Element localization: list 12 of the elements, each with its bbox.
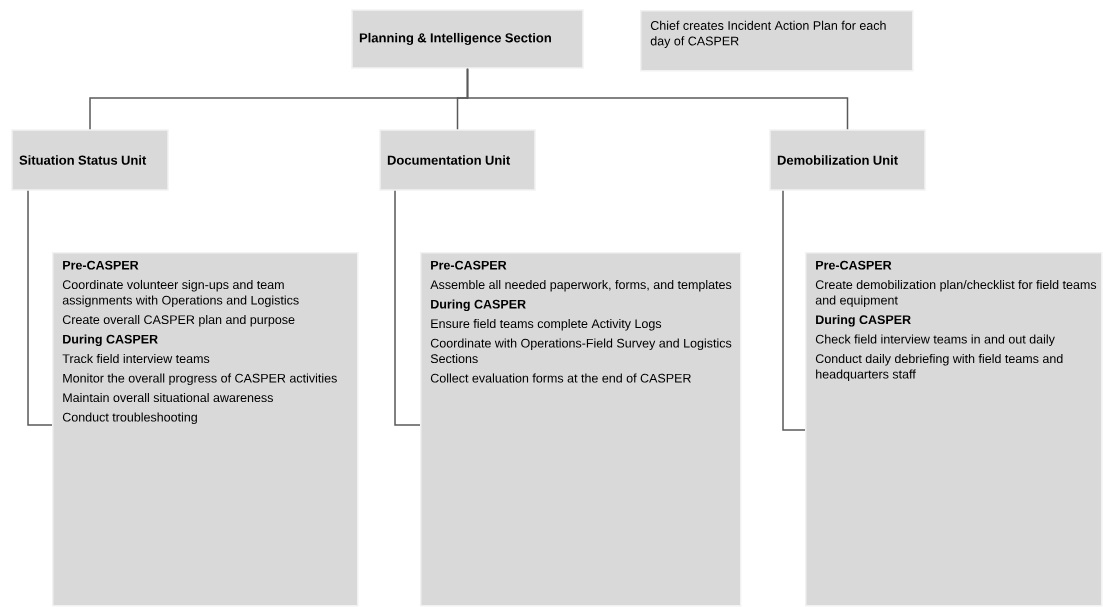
task-box: Pre-CASPER Assemble all needed paperwork, forms, and templates During CASPER Ensure field teams complete Activity Logs Coordinate with Operations-Field Survey and Logistics Sections Collect evaluation forms at the end of CASPER (420, 252, 742, 607)
unit-box: Demobilization Unit (769, 129, 926, 191)
connector-line (782, 190, 806, 431)
unit-box: Situation Status Unit (11, 129, 169, 191)
note-box: Chief creates Incident Action Plan for each day of CASPER (640, 10, 914, 72)
section-box: Planning & Intelligence Section (351, 9, 584, 69)
unit-box: Documentation Unit (379, 129, 536, 191)
connector-line (466, 68, 849, 130)
connector-line (27, 190, 53, 426)
task-box: Pre-CASPER Create demobilization plan/checklist for field teams and equipment During CASPER Check field interview teams in and out daily Conduct daily debriefing with field teams and headquarters staff (805, 252, 1103, 607)
task-box: Pre-CASPER Coordinate volunteer sign-ups and team assignments with Operations and Logistics Create overall CASPER plan and purpose During CASPER Track field interview teams Monitor the overall progress of CASPER activities Maintain overall situational awareness Conduct troubleshooting (52, 252, 359, 607)
connector-line (394, 190, 421, 426)
